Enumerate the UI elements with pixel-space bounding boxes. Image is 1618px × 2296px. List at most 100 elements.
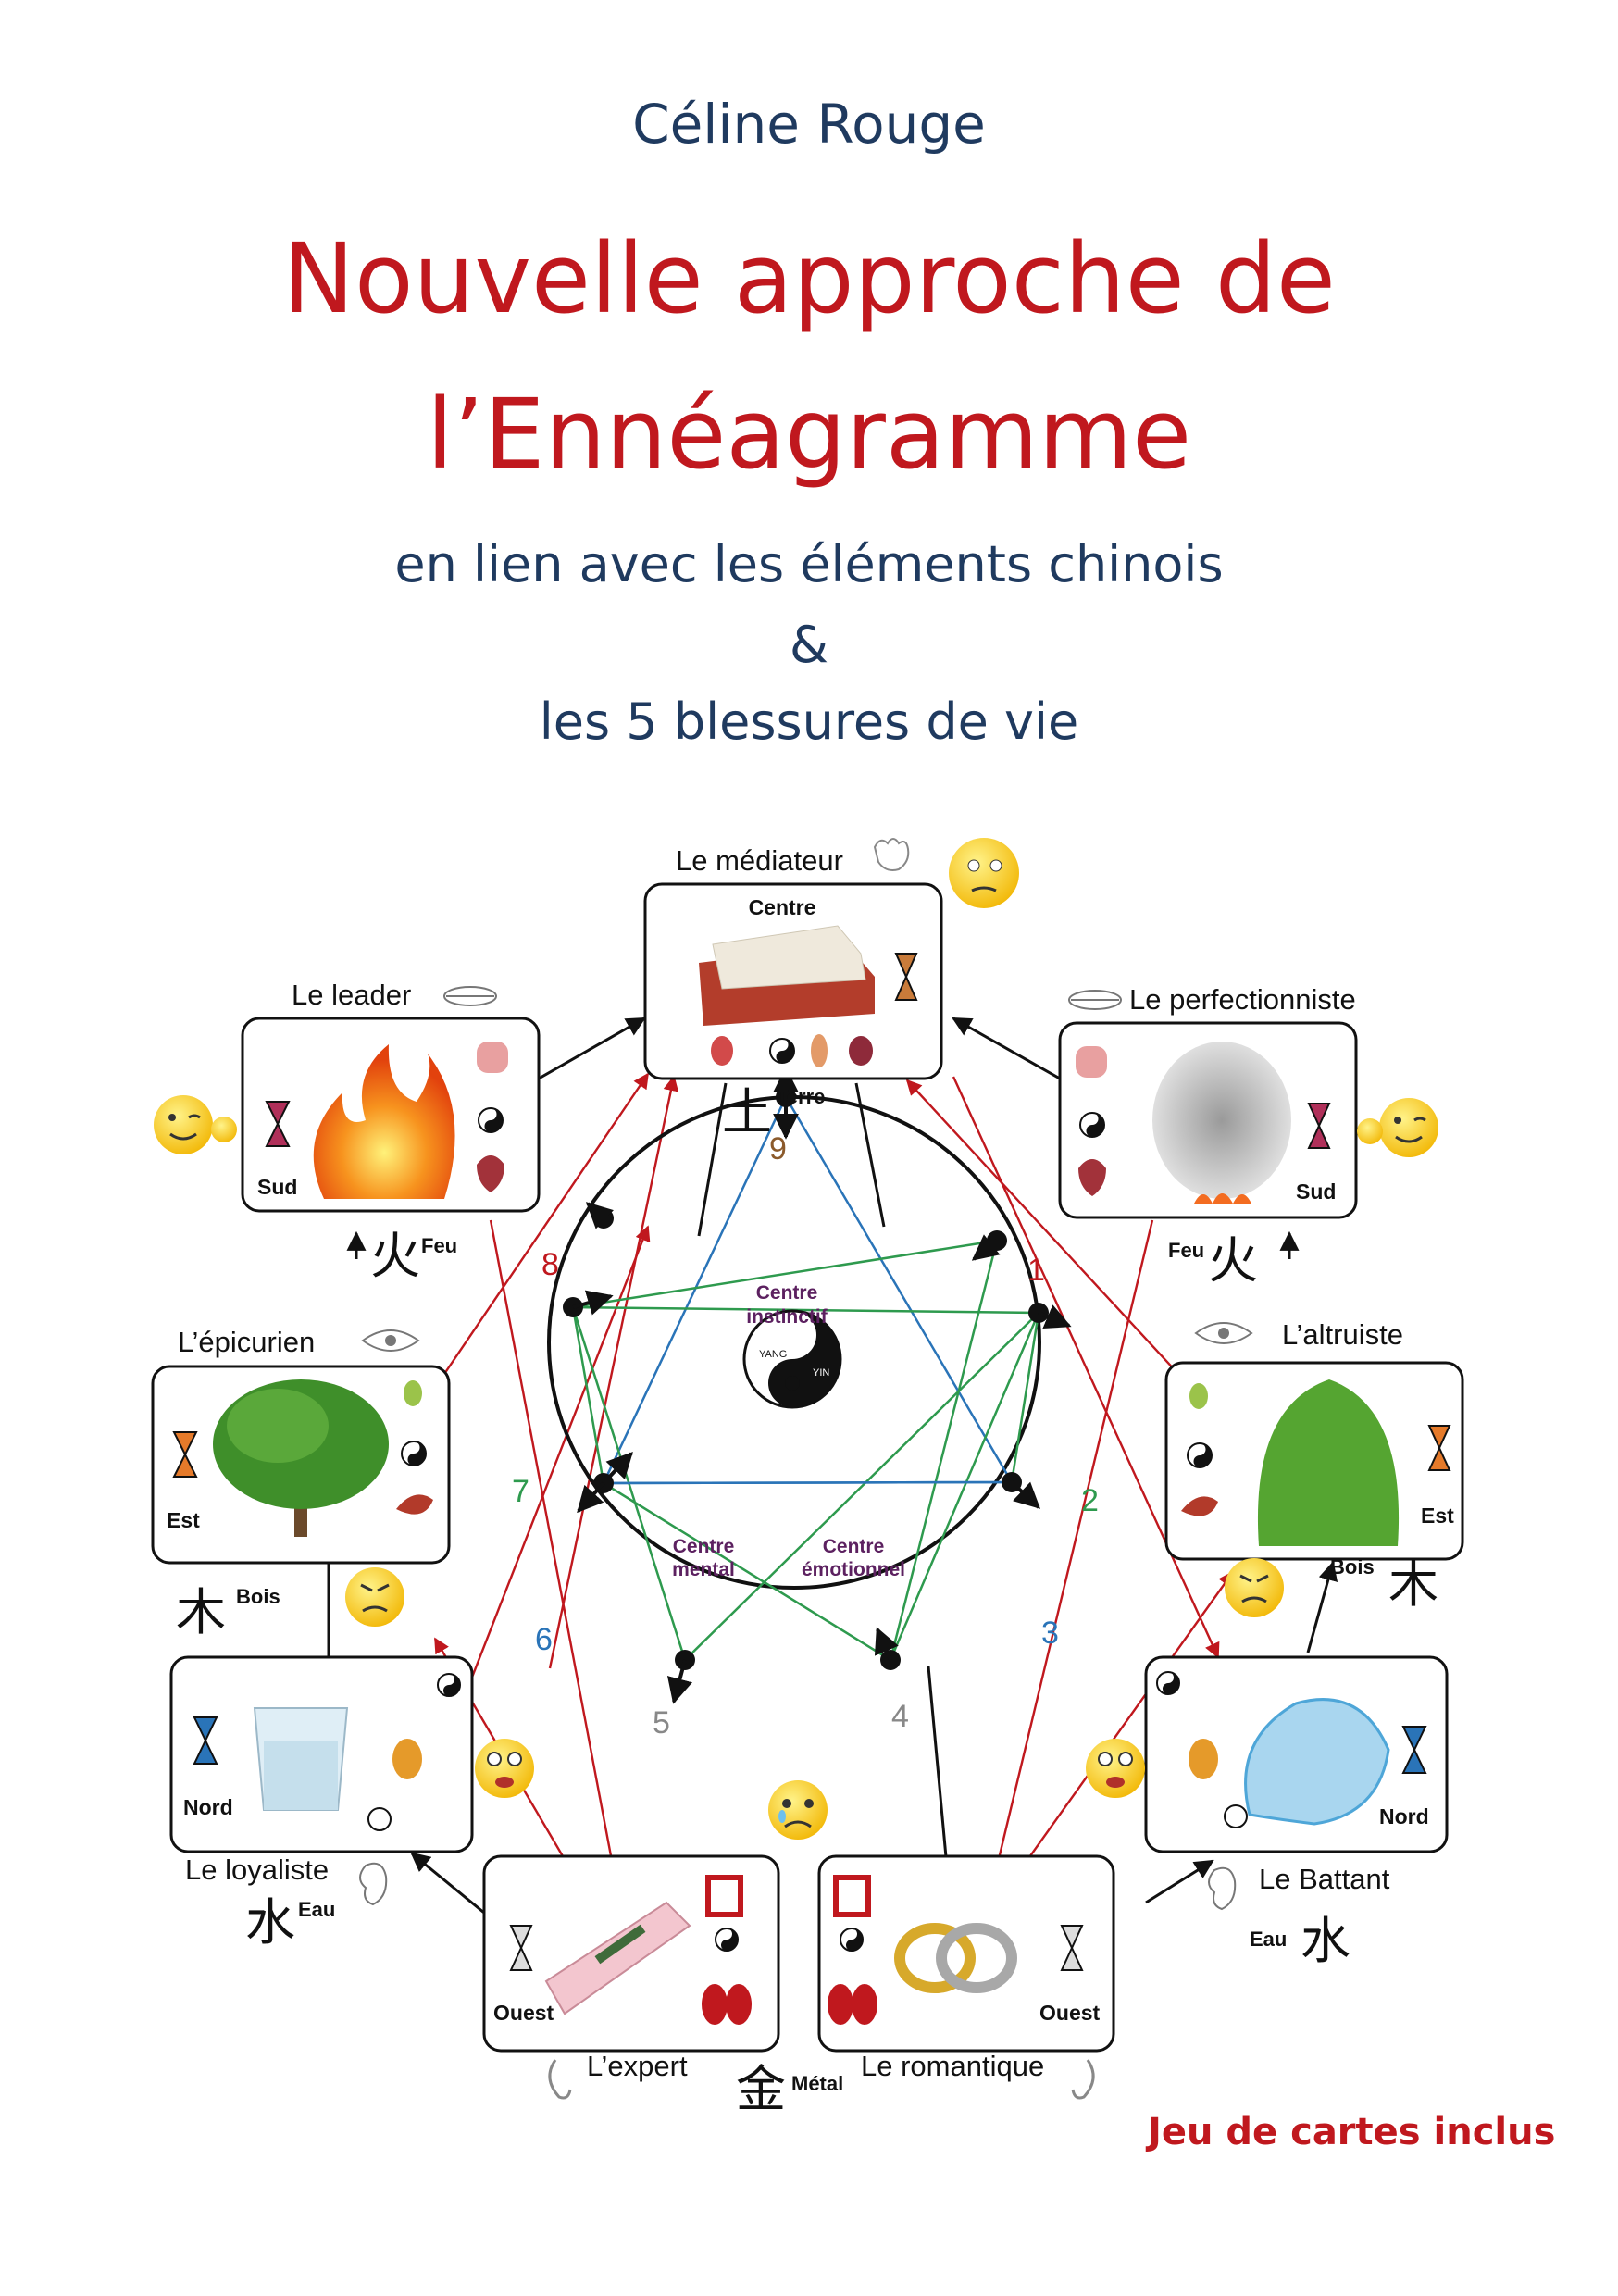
centre-mental-line2: mental (672, 1559, 735, 1580)
centre-emotionnel-line1: Centre (823, 1536, 885, 1557)
element-metal-glyph: 金 (736, 2062, 786, 2117)
author: Céline Rouge (632, 93, 986, 156)
type-name-leader: Le leader (292, 979, 411, 1011)
subtitle-line-1: en lien avec les éléments chinois (394, 535, 1224, 593)
card-leader[interactable]: Sud (241, 1017, 541, 1213)
card-mediateur[interactable]: Centre (643, 882, 943, 1080)
emoji-thinking-icon (949, 838, 1019, 908)
emoji-angry-icon (1225, 1558, 1284, 1617)
element-bois-right-name: Bois (1330, 1555, 1375, 1578)
organ-icons (702, 1875, 752, 2025)
type-name-loyaliste: Le loyaliste (185, 1853, 329, 1886)
hourglass-icon (1307, 1103, 1331, 1149)
card-romantique[interactable]: Ouest (817, 1854, 1115, 2053)
element-feu-left-name: Feu (421, 1234, 457, 1257)
emoji-wink-icon (1357, 1098, 1438, 1157)
card-direction: Nord (183, 1795, 233, 1819)
hourglass-icon (1060, 1925, 1084, 1971)
eye-icon (361, 1329, 420, 1352)
number-7: 7 (512, 1474, 529, 1509)
hourglass-icon (265, 1101, 291, 1147)
hourglass-icon (1427, 1425, 1451, 1471)
type-name-altruiste: L’altruiste (1282, 1318, 1403, 1351)
element-eau-left-name: Eau (298, 1898, 335, 1921)
subtitle-line-3: les 5 blessures de vie (539, 693, 1079, 751)
yin-label: YIN (813, 1367, 829, 1379)
number-9: 9 (769, 1131, 787, 1167)
tree-image (213, 1379, 389, 1537)
card-perfectionniste[interactable]: Sud (1058, 1021, 1358, 1219)
organ-icons (396, 1380, 433, 1515)
element-terre-name: Terre (776, 1085, 825, 1108)
emoji-fear-icon (475, 1739, 534, 1798)
card-expert[interactable]: Ouest (482, 1854, 780, 2053)
black-arrows (318, 1017, 1338, 1915)
hexad-green (571, 1239, 1040, 1663)
organ-icons (367, 1673, 461, 1831)
number-2: 2 (1081, 1483, 1099, 1518)
hourglass-icon (172, 1431, 198, 1478)
eye-icon (1194, 1322, 1253, 1344)
card-direction: Sud (257, 1175, 297, 1199)
card-loyaliste[interactable]: Nord (169, 1655, 474, 1853)
hourglass-icon (1401, 1726, 1427, 1774)
cards-included-note: Jeu de cartes inclus (1148, 2111, 1556, 2153)
mouth-icon (1068, 990, 1122, 1010)
title-line-2: l’Ennéagramme (426, 378, 1192, 491)
card-direction: Est (167, 1508, 200, 1532)
card-direction: Ouest (493, 2001, 554, 2025)
card-direction: Est (1421, 1504, 1454, 1528)
number-4: 4 (891, 1699, 909, 1734)
organ-icons (1076, 1046, 1107, 1196)
water-glass-image (253, 1707, 349, 1811)
emoji-fear-icon (1086, 1739, 1145, 1798)
card-battant[interactable]: Nord (1144, 1655, 1449, 1853)
emoji-sad-icon (768, 1780, 828, 1840)
clay-block-image (699, 925, 875, 1026)
card-direction: Centre (749, 895, 816, 919)
centre-instinctif-line1: Centre (756, 1282, 818, 1304)
yin-yang-symbol: YANG YIN (742, 1309, 842, 1409)
element-bois-left-name: Bois (236, 1585, 280, 1608)
hexad-green-3 (889, 1240, 999, 1661)
hexad-green-2 (571, 1305, 1040, 1484)
nose-icon (548, 2059, 572, 2100)
hourglass-icon (509, 1925, 533, 1971)
smoke-image (1152, 1042, 1291, 1204)
element-terre-glyph: 土 (722, 1085, 772, 1141)
card-epicurien[interactable]: Est (151, 1365, 451, 1565)
type-name-expert: L’expert (587, 2050, 688, 2082)
enneagram-diagram: YANG YIN Centre instinctif Centre mental… (151, 838, 1464, 2117)
element-feu-right-name: Feu (1168, 1239, 1204, 1262)
card-direction: Nord (1379, 1804, 1429, 1828)
water-splash-image (1244, 1698, 1390, 1826)
hourglass-icon (894, 953, 918, 1001)
nose-icon (1071, 2059, 1095, 2100)
card-altruiste[interactable]: Est (1164, 1361, 1464, 1561)
organ-icons (828, 1875, 877, 2025)
type-name-perfectionniste: Le perfectionniste (1129, 983, 1356, 1016)
element-bois-right-glyph: 木 (1388, 1557, 1438, 1613)
red-arrows (410, 1072, 1234, 1916)
fire-image (313, 1044, 455, 1199)
type-name-battant: Le Battant (1259, 1863, 1390, 1895)
hand-icon (873, 838, 910, 871)
type-name-mediateur: Le médiateur (676, 844, 843, 877)
centre-instinctif-line2: instinctif (746, 1306, 828, 1328)
number-5: 5 (653, 1705, 670, 1741)
hexad-green-4 (603, 1480, 1013, 1485)
number-6: 6 (535, 1622, 553, 1657)
card-direction: Ouest (1039, 2001, 1101, 2025)
ear-icon (359, 1862, 388, 1906)
element-bois-left-glyph: 木 (176, 1585, 226, 1641)
element-eau-right-glyph: 水 (1301, 1914, 1350, 1969)
centre-emotionnel-line2: émotionnel (802, 1559, 905, 1580)
number-8: 8 (541, 1247, 559, 1282)
element-feu-right-glyph: 火 (1208, 1233, 1258, 1289)
element-eau-right-name: Eau (1250, 1928, 1287, 1951)
element-eau-left-glyph: 水 (245, 1895, 295, 1951)
ear-icon (1208, 1866, 1237, 1911)
title-line-1: Nouvelle approche de (282, 222, 1336, 335)
hourglass-icon (193, 1716, 218, 1765)
number-3: 3 (1041, 1616, 1059, 1651)
